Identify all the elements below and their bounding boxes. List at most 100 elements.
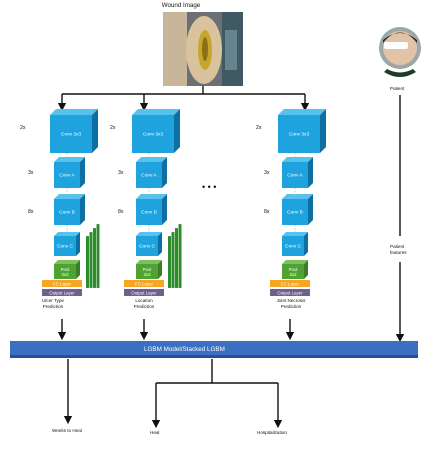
col1-multiplier-conv3x3: 2x	[20, 125, 26, 131]
col2-fc-label: FC Layer	[135, 281, 154, 286]
col1-convb-front	[54, 199, 80, 225]
col1-fc-label: FC Layer	[53, 281, 72, 286]
col2-convb-front	[136, 199, 162, 225]
col3-convb-label: Conv B	[287, 210, 303, 216]
col3-multiplier-conva: 3x	[264, 170, 270, 176]
output-heal: Heal	[150, 430, 160, 435]
col1-conva-front	[54, 162, 80, 188]
col2-multiplier-conv3x3: 2x	[110, 125, 116, 131]
col2-multiplier-convb: 8x	[118, 209, 124, 215]
col1-output	[42, 289, 82, 296]
col2-convc-front	[136, 236, 158, 256]
col1-convb-side	[80, 194, 85, 225]
col2-conva-top	[136, 157, 167, 162]
col3-multiplier-convb: 8x	[264, 209, 270, 215]
col3-conv3x3-side	[320, 109, 326, 153]
col2-conv3x3-front	[132, 115, 174, 153]
col2-branch-bar-3	[178, 224, 182, 288]
col3-conv3x3-front	[278, 115, 320, 153]
col2-convb-label: Conv B	[141, 210, 157, 216]
model-band	[10, 341, 418, 356]
col1-conva-label: Conv A	[59, 173, 75, 179]
patient-features-label: Patient features	[390, 244, 407, 255]
wound-image	[163, 12, 243, 86]
col1-convc-side	[76, 232, 80, 256]
ellipsis: • • •	[202, 182, 217, 192]
model-band-shadow	[10, 355, 418, 358]
output-hospitalization: Hospitalization	[257, 430, 287, 435]
col2-conva-label: Conv A	[141, 173, 157, 179]
wound-photo-core	[202, 37, 208, 61]
col1-fc	[42, 280, 82, 287]
col3-convc-front	[282, 236, 304, 256]
output-weeks-to-heal: Weeks to Heal	[52, 428, 82, 433]
col1-convc-top	[54, 232, 80, 236]
col1-multiplier-convb: 8x	[28, 209, 34, 215]
col2-output	[124, 289, 164, 296]
col2-stack	[124, 109, 182, 296]
col2-pool	[136, 264, 158, 279]
col3-stack	[270, 109, 326, 296]
col2-conva-front	[136, 162, 162, 188]
col3-caption: Joint Necrosis Prediction	[276, 298, 306, 309]
col2-convb-side	[162, 194, 167, 225]
col1-conv3x3-label: Conv 3x3	[61, 132, 82, 138]
col2-branch-bar-1	[171, 232, 175, 288]
col1-branch-bar-0	[86, 236, 89, 288]
col2-convb-top	[136, 194, 167, 199]
col1-branch-bar-2	[93, 228, 96, 288]
wound-photo-glove	[225, 30, 237, 70]
col2-output-label: Output Layer	[131, 290, 157, 295]
col3-convb-front	[282, 199, 308, 225]
col1-branch-bar-1	[89, 232, 93, 288]
col3-convc-top	[282, 232, 308, 236]
col3-conva-top	[282, 157, 313, 162]
col3-pool	[282, 264, 304, 279]
col2-convc-side	[158, 232, 162, 256]
avatar-shirt	[384, 69, 416, 77]
col2-conva-side	[162, 157, 167, 188]
avatar-bandage	[384, 42, 408, 49]
col2-branch-bar-2	[175, 228, 178, 288]
col1-convc-front	[54, 236, 76, 256]
col3-pool-top	[282, 260, 308, 264]
col1-conv3x3-top	[50, 109, 98, 115]
col1-pool-top	[54, 260, 80, 264]
col1-stack	[42, 109, 100, 296]
col3-convb-side	[308, 194, 313, 225]
col2-convc-label: Conv C	[139, 244, 156, 250]
col1-conva-side	[80, 157, 85, 188]
col2-conv3x3-side	[174, 109, 180, 153]
col2-caption: Location Prediction	[133, 298, 155, 309]
patient-avatar	[379, 27, 421, 77]
col3-output	[270, 289, 310, 296]
col2-multiplier-conva: 3x	[118, 170, 124, 176]
col3-output-label: Output Layer	[277, 290, 303, 295]
avatar-hair	[383, 32, 417, 43]
col3-pool-side	[304, 260, 308, 279]
col3-fc-label: FC Layer	[281, 281, 300, 286]
col1-multiplier-conva: 3x	[28, 170, 34, 176]
col1-caption: Ulcer Type Prediction	[42, 298, 64, 309]
col3-conv3x3-label: Conv 3x3	[289, 132, 310, 138]
col2-branch-bar-0	[168, 236, 171, 288]
col1-convc-label: Conv C	[57, 244, 74, 250]
col1-pool-side	[76, 260, 80, 279]
col2-conv3x3-label: Conv 3x3	[143, 132, 164, 138]
col3-conva-side	[308, 157, 313, 188]
input-label: Wound Image	[161, 2, 201, 9]
col3-convb-top	[282, 194, 313, 199]
col3-conv3x3-top	[278, 109, 326, 115]
col3-convc-side	[304, 232, 308, 256]
col2-convc-top	[136, 232, 162, 236]
col2-pool-side	[158, 260, 162, 279]
col1-output-label: Output Layer	[49, 290, 75, 295]
col1-convb-label: Conv B	[59, 210, 75, 216]
col1-pool	[54, 264, 76, 279]
col3-multiplier-conv3x3: 2x	[256, 125, 262, 131]
